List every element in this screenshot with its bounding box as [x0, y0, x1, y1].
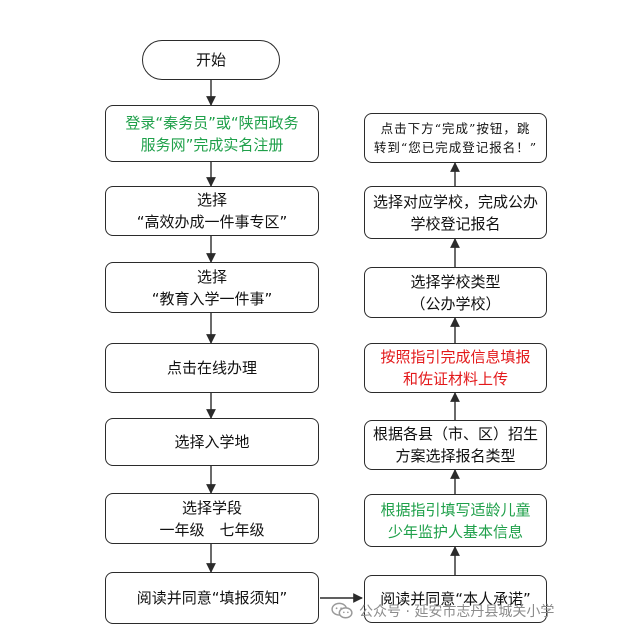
step-upload-materials: 按照指引完成信息填报 和佐证材料上传: [364, 343, 547, 393]
step-select-education-enrollment-line-2: “教育入学一件事”: [151, 289, 273, 308]
step-select-school-type: 选择学校类型 （公办学校）: [364, 267, 547, 318]
step-register-line-2: 服务网”完成实名注册: [140, 135, 284, 154]
step-finish-registration: 点击下方“完成”按钮，跳 转到“您已完成登记报名！”: [364, 113, 547, 163]
step-select-registration-type-line-1: 根据各县（市、区）招生: [372, 425, 538, 443]
step-upload-materials-line-2: 和佐证材料上传: [402, 370, 508, 388]
step-upload-materials-line-1: 按照指引完成信息填报: [380, 348, 531, 366]
step-agree-filling-notice: 阅读并同意“填报须知”: [105, 572, 319, 624]
step-start: 开始: [142, 40, 280, 80]
step-finish-registration-line-2: 转到“您已完成登记报名！”: [373, 140, 538, 155]
watermark-text: 公众号 · 延安市志丹县城关小学: [359, 604, 555, 620]
step-select-enrollment-location-text: 选择入学地: [174, 433, 250, 451]
watermark: 公众号 · 延安市志丹县城关小学: [331, 600, 554, 622]
step-select-school-type-line-1: 选择学校类型: [410, 272, 501, 291]
step-start-text: 开始: [195, 51, 226, 69]
step-select-school-line-2: 学校登记报名: [410, 214, 501, 233]
step-select-grade-stage-line-2: 一年级 七年级: [159, 520, 265, 539]
step-agree-personal-promise-text: 阅读并同意“本人承诺”: [380, 590, 531, 608]
step-select-service-zone-line-2: “高效办成一件事专区”: [136, 213, 288, 231]
step-click-online-processing-text: 点击在线办理: [166, 359, 257, 377]
step-select-education-enrollment: 选择 “教育入学一件事”: [105, 262, 319, 313]
step-agree-filling-notice-text: 阅读并同意“填报须知”: [136, 589, 288, 607]
step-fill-guardian-info-line-2: 少年监护人基本信息: [387, 522, 523, 541]
step-fill-guardian-info-line-1: 根据指引填写适龄儿童: [380, 500, 531, 519]
step-select-service-zone: 选择 “高效办成一件事专区”: [105, 186, 319, 236]
step-click-online-processing: 点击在线办理: [105, 343, 319, 393]
step-select-service-zone-line-1: 选择: [196, 191, 227, 209]
step-select-grade-stage-line-1: 选择学段: [181, 498, 242, 517]
step-select-grade-stage: 选择学段 一年级 七年级: [105, 493, 319, 544]
step-select-school-type-line-2: （公办学校）: [410, 294, 501, 313]
step-select-education-enrollment-line-1: 选择: [196, 267, 227, 286]
wechat-icon: [331, 602, 353, 619]
step-select-registration-type-line-2: 方案选择报名类型: [395, 447, 516, 465]
step-finish-registration-line-1: 点击下方“完成”按钮，跳: [380, 121, 531, 136]
step-agree-personal-promise: 阅读并同意“本人承诺”: [364, 575, 547, 623]
step-register-line-1: 登录“秦务员”或“陕西政务: [125, 113, 299, 132]
step-fill-guardian-info: 根据指引填写适龄儿童 少年监护人基本信息: [364, 494, 547, 547]
step-select-registration-type: 根据各县（市、区）招生 方案选择报名类型: [364, 420, 547, 470]
step-select-school-line-1: 选择对应学校，完成公办: [372, 192, 538, 211]
step-select-enrollment-location: 选择入学地: [105, 418, 319, 466]
step-select-school: 选择对应学校，完成公办 学校登记报名: [364, 186, 547, 239]
step-register: 登录“秦务员”或“陕西政务 服务网”完成实名注册: [105, 105, 319, 162]
